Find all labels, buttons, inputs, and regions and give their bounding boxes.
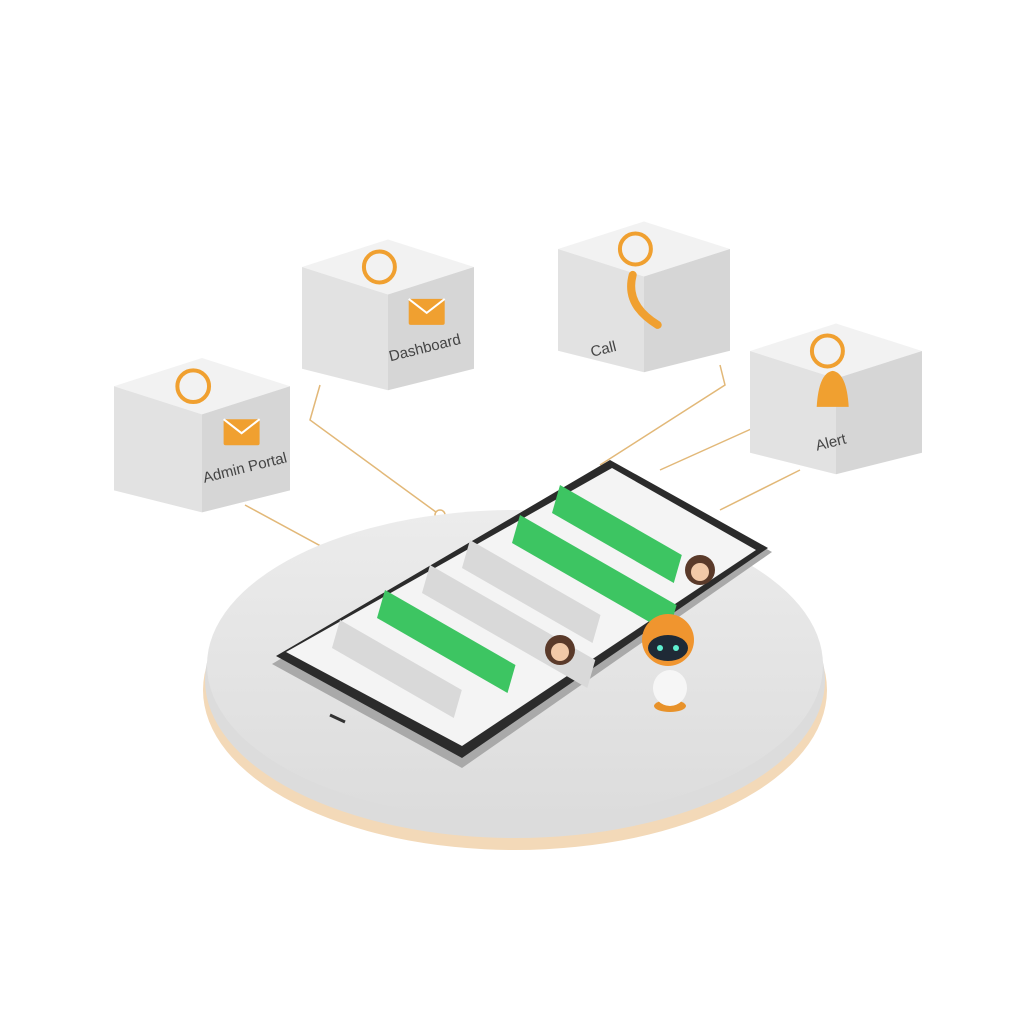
target-icon	[175, 368, 212, 405]
envelope-icon	[222, 418, 261, 446]
chat-icon	[361, 249, 397, 285]
cube-alert: Alert	[750, 323, 922, 475]
phone-icon	[627, 270, 662, 329]
envelope-icon	[408, 298, 446, 325]
charging-port	[329, 713, 346, 724]
cube-call: Call	[558, 221, 730, 373]
bell-icon	[816, 370, 849, 407]
cube-dashboard: Dashboard	[302, 239, 474, 391]
bell-icon	[809, 333, 845, 369]
cube-label: Call	[589, 338, 618, 361]
phone-icon	[617, 231, 653, 267]
robot-mascot	[642, 614, 694, 712]
chat-bubble-received	[462, 540, 601, 643]
chat-bubble-sent	[377, 590, 516, 693]
chat-bubble-received	[332, 620, 462, 718]
cube-admin-portal: Admin Portal	[114, 358, 290, 513]
chat-bubble-sent	[552, 485, 682, 583]
chat-bubble-sent	[512, 515, 677, 633]
smartphone	[272, 460, 772, 768]
